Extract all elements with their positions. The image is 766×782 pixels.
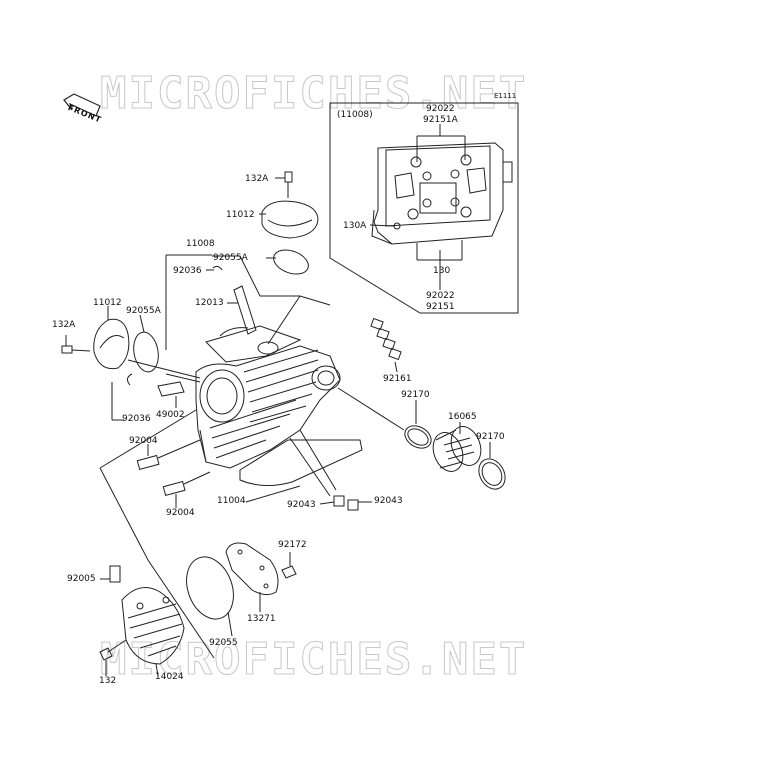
cap-11012-top	[259, 200, 319, 239]
label-92005: 92005	[67, 574, 96, 584]
label-92043-a: 92043	[287, 500, 316, 510]
holder-16065	[432, 422, 482, 472]
label-13271: 13271	[247, 614, 276, 624]
o-ring-92055a-top	[273, 249, 309, 275]
inset-label-92151: 92151	[426, 302, 455, 312]
label-92004-b: 92004	[166, 508, 195, 518]
inset-label-92151a: 92151A	[423, 115, 458, 125]
bolt-132	[99, 639, 127, 676]
cap-11012-left	[93, 306, 130, 370]
clamp-92170-a	[404, 425, 432, 449]
label-92043-b: 92043	[374, 496, 403, 506]
caps-92161	[370, 317, 402, 373]
watermark-top: MICROFICHES.NET	[99, 68, 528, 119]
label-12013: 12013	[195, 298, 224, 308]
label-92004-a: 92004	[129, 436, 158, 446]
clip-92036-top	[212, 265, 223, 271]
clamp-92170-b	[478, 458, 506, 490]
diagram-code: E1111	[494, 92, 517, 100]
cylinder-head-main	[195, 325, 341, 469]
o-ring-92055a-left	[133, 331, 159, 373]
label-11008: 11008	[186, 239, 215, 249]
inset-label-130a: 130A	[343, 221, 367, 231]
label-132: 132	[99, 676, 117, 686]
label-92172: 92172	[278, 540, 307, 550]
label-132a-top: 132A	[245, 174, 269, 184]
watermark-bottom: MICROFICHES.NET	[99, 634, 528, 685]
fitting-92005	[100, 565, 121, 583]
label-11012-top: 11012	[226, 210, 255, 220]
label-92036-top: 92036	[173, 266, 202, 276]
clip-92036-low	[126, 373, 133, 386]
stud-12013	[227, 285, 257, 335]
label-92036-low: 92036	[122, 414, 151, 424]
label-16065: 16065	[448, 412, 477, 422]
front-arrow-icon	[63, 93, 101, 117]
label-49002: 49002	[156, 410, 185, 420]
label-92055a-top: 92055A	[213, 253, 248, 263]
plate-13271	[225, 542, 279, 612]
label-132a-left: 132A	[52, 320, 76, 330]
inset-cylinder-head	[371, 142, 513, 245]
inset-label-130: 130	[433, 266, 451, 276]
bolt-132a-left	[61, 335, 91, 354]
guide-49002	[157, 381, 185, 408]
inset-label-92022-bottom: 92022	[426, 291, 455, 301]
o-ring-92055	[186, 556, 234, 620]
bolt-132a-top	[275, 171, 293, 198]
inset-title: (11008)	[337, 110, 373, 120]
label-92170-a: 92170	[401, 390, 430, 400]
label-92170-b: 92170	[476, 432, 505, 442]
pin-92004-a	[136, 439, 201, 471]
dowel-92043-b	[347, 499, 359, 511]
pin-92004-b	[162, 471, 211, 508]
label-11012-left: 11012	[93, 298, 122, 308]
label-92055: 92055	[209, 638, 238, 648]
gasket-11004	[239, 439, 363, 486]
label-92161: 92161	[383, 374, 412, 384]
label-92055a-left: 92055A	[126, 306, 161, 316]
label-14024: 14024	[155, 672, 184, 682]
label-11004: 11004	[217, 496, 246, 506]
bolt-92172	[281, 552, 297, 579]
cover-14024	[121, 587, 185, 677]
inset-label-92022-top: 92022	[426, 104, 455, 114]
inset-frame	[329, 102, 519, 314]
dowel-92043-a	[333, 495, 345, 507]
